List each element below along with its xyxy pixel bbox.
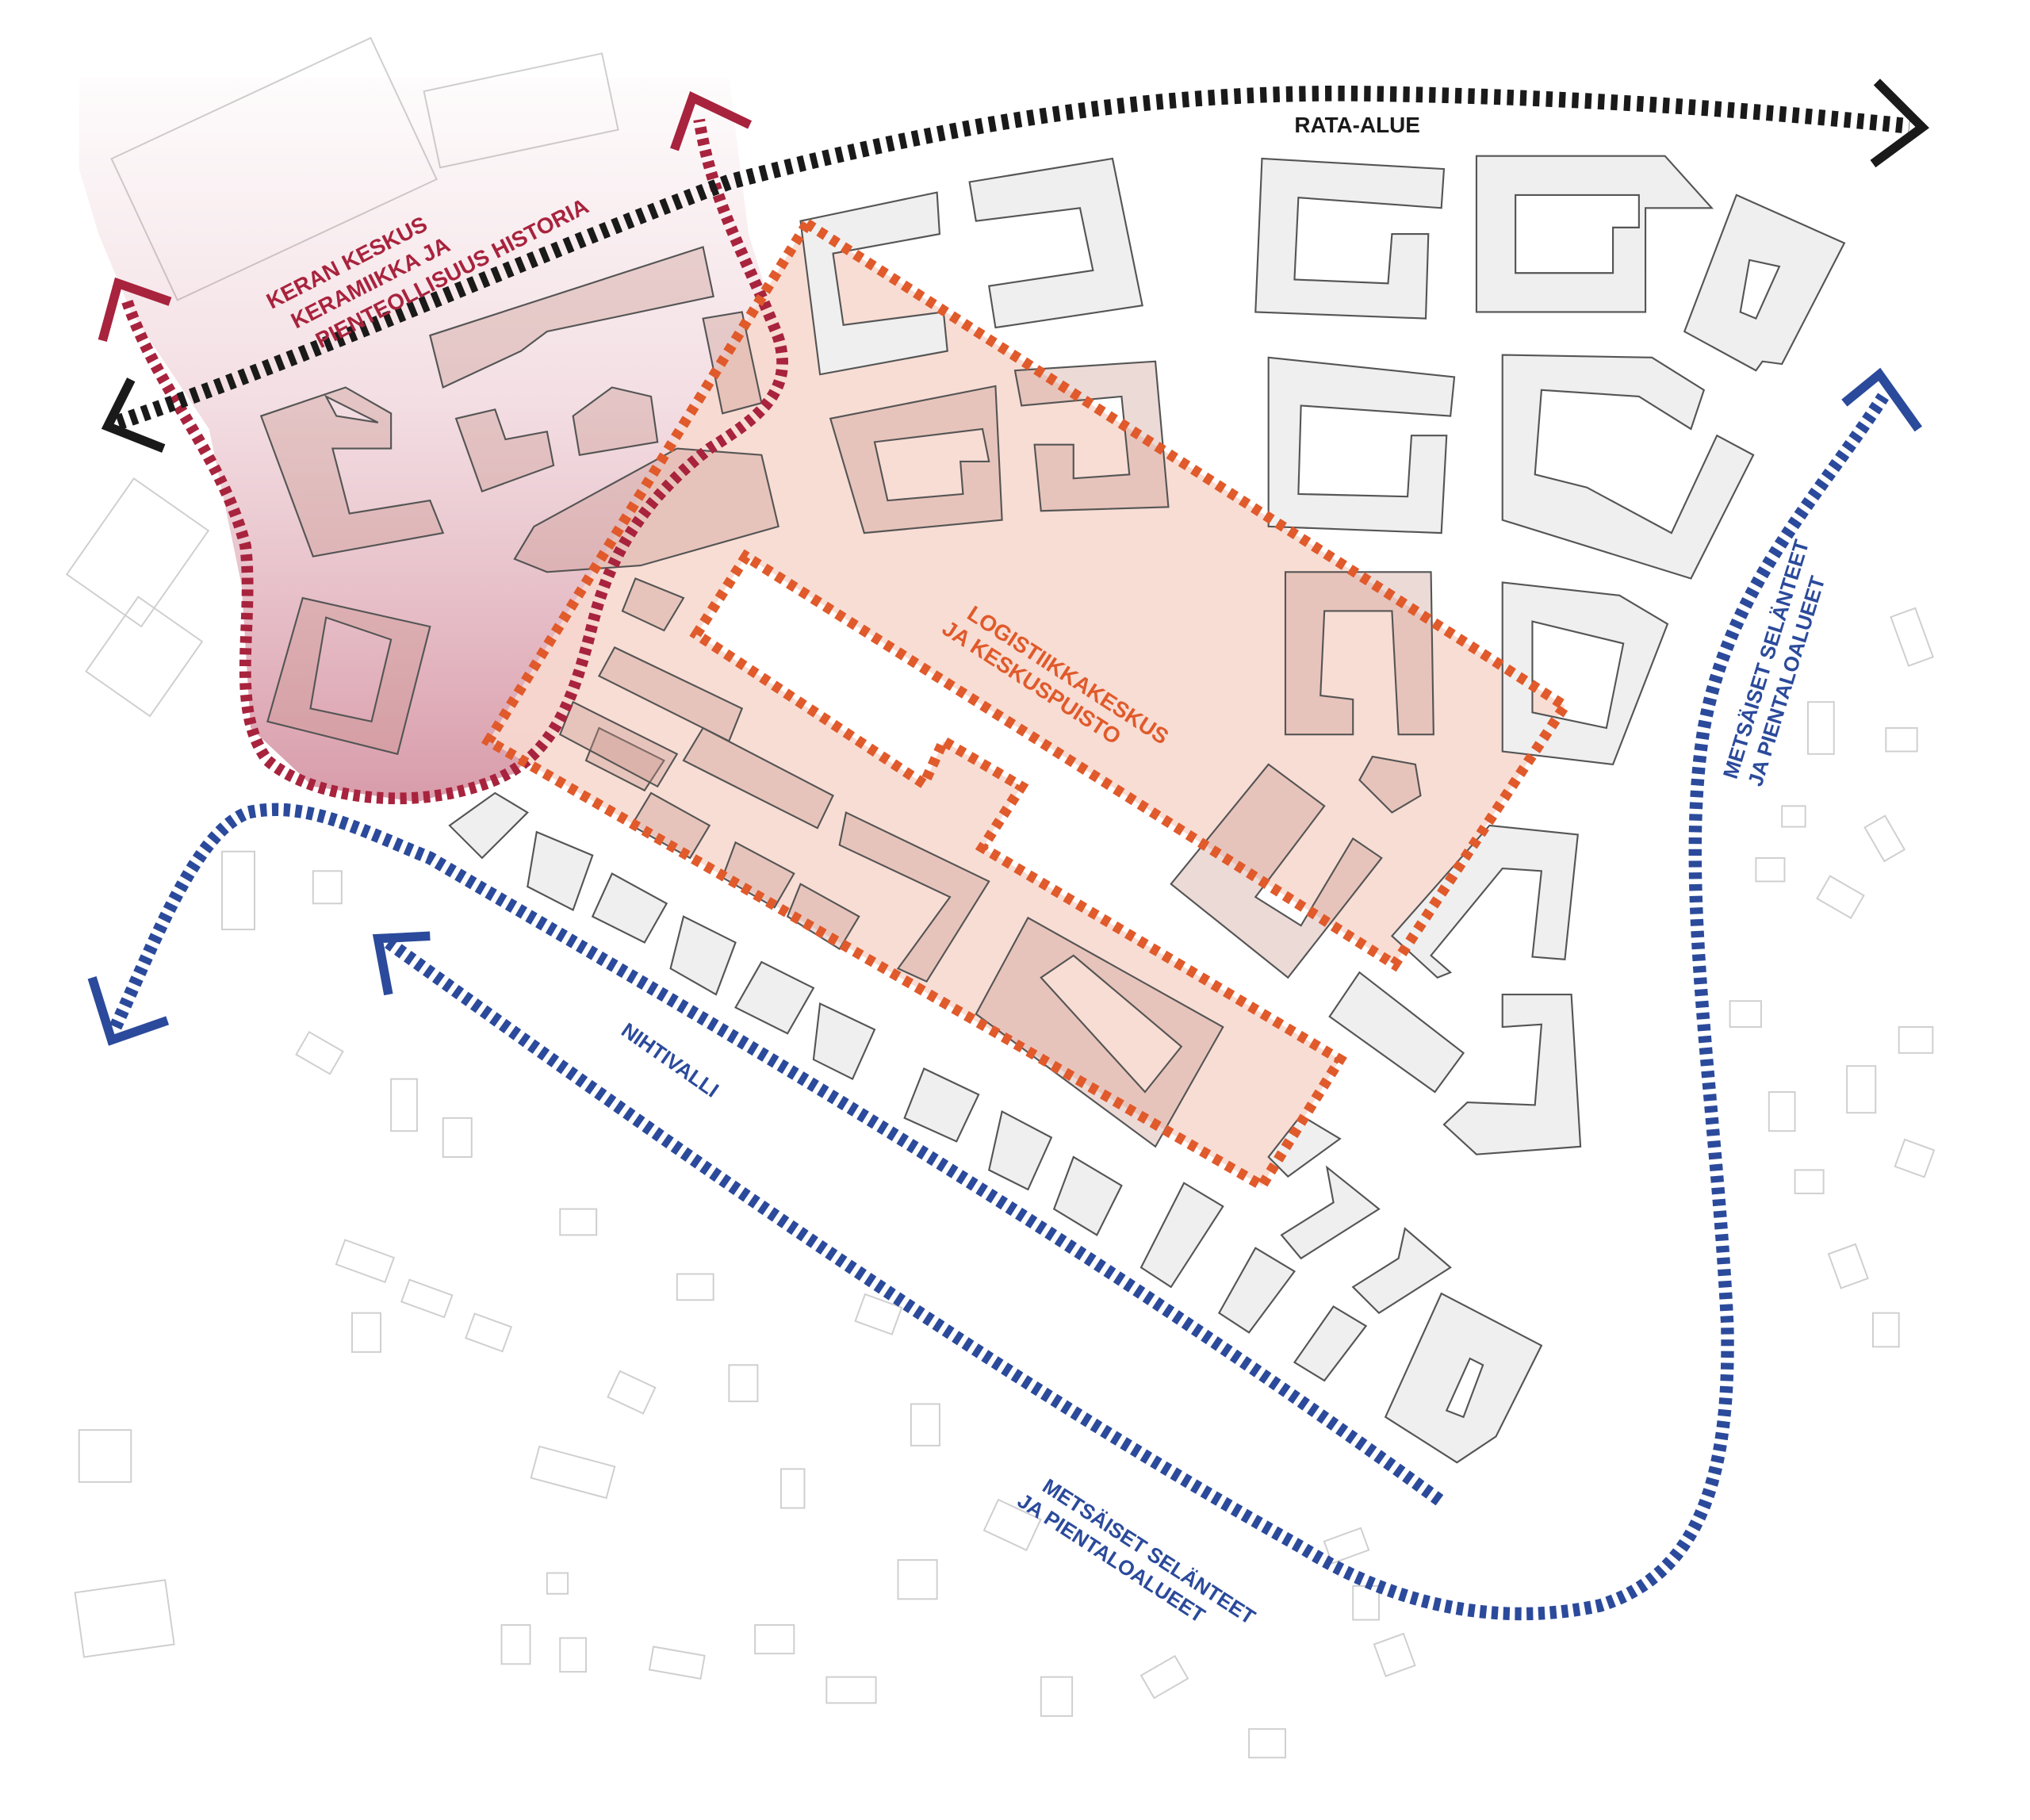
logistics-centre-boundary <box>481 216 1572 1193</box>
blue-arrowhead-sw-icon <box>87 976 170 1046</box>
kera-arrowhead-left-icon <box>98 277 172 343</box>
nihtivalli-route <box>109 803 1446 1507</box>
blue-arrowhead-nw-icon <box>372 931 431 996</box>
forest-route <box>385 393 1889 1621</box>
forest-south-line1: METSÄISET SELÄNTEET <box>1039 1473 1260 1629</box>
rail-arrowhead-right-icon <box>1870 79 1929 168</box>
blue-arrowhead-ne-icon <box>1841 367 1922 432</box>
forest-south-label: METSÄISET SELÄNTEET JA PIENTALOALUEET <box>1013 1473 1260 1629</box>
buildings <box>259 155 1846 1464</box>
rail-arrowhead-left-icon <box>101 377 166 453</box>
kera-centre-boundary <box>121 118 788 805</box>
rail-area-label: RATA-ALUE <box>1294 113 1419 137</box>
kera-centre-area <box>79 78 781 803</box>
forest-east-label: METSÄISET SELÄNTEET JA PIENTALOALUEET <box>1718 537 1830 789</box>
kera-arrowhead-right-icon <box>670 91 753 151</box>
rail-area-arrow <box>115 85 1910 431</box>
nihtivalli-label: NIHTIVALLI <box>617 1018 723 1102</box>
logistics-centre-area <box>488 223 1565 1186</box>
